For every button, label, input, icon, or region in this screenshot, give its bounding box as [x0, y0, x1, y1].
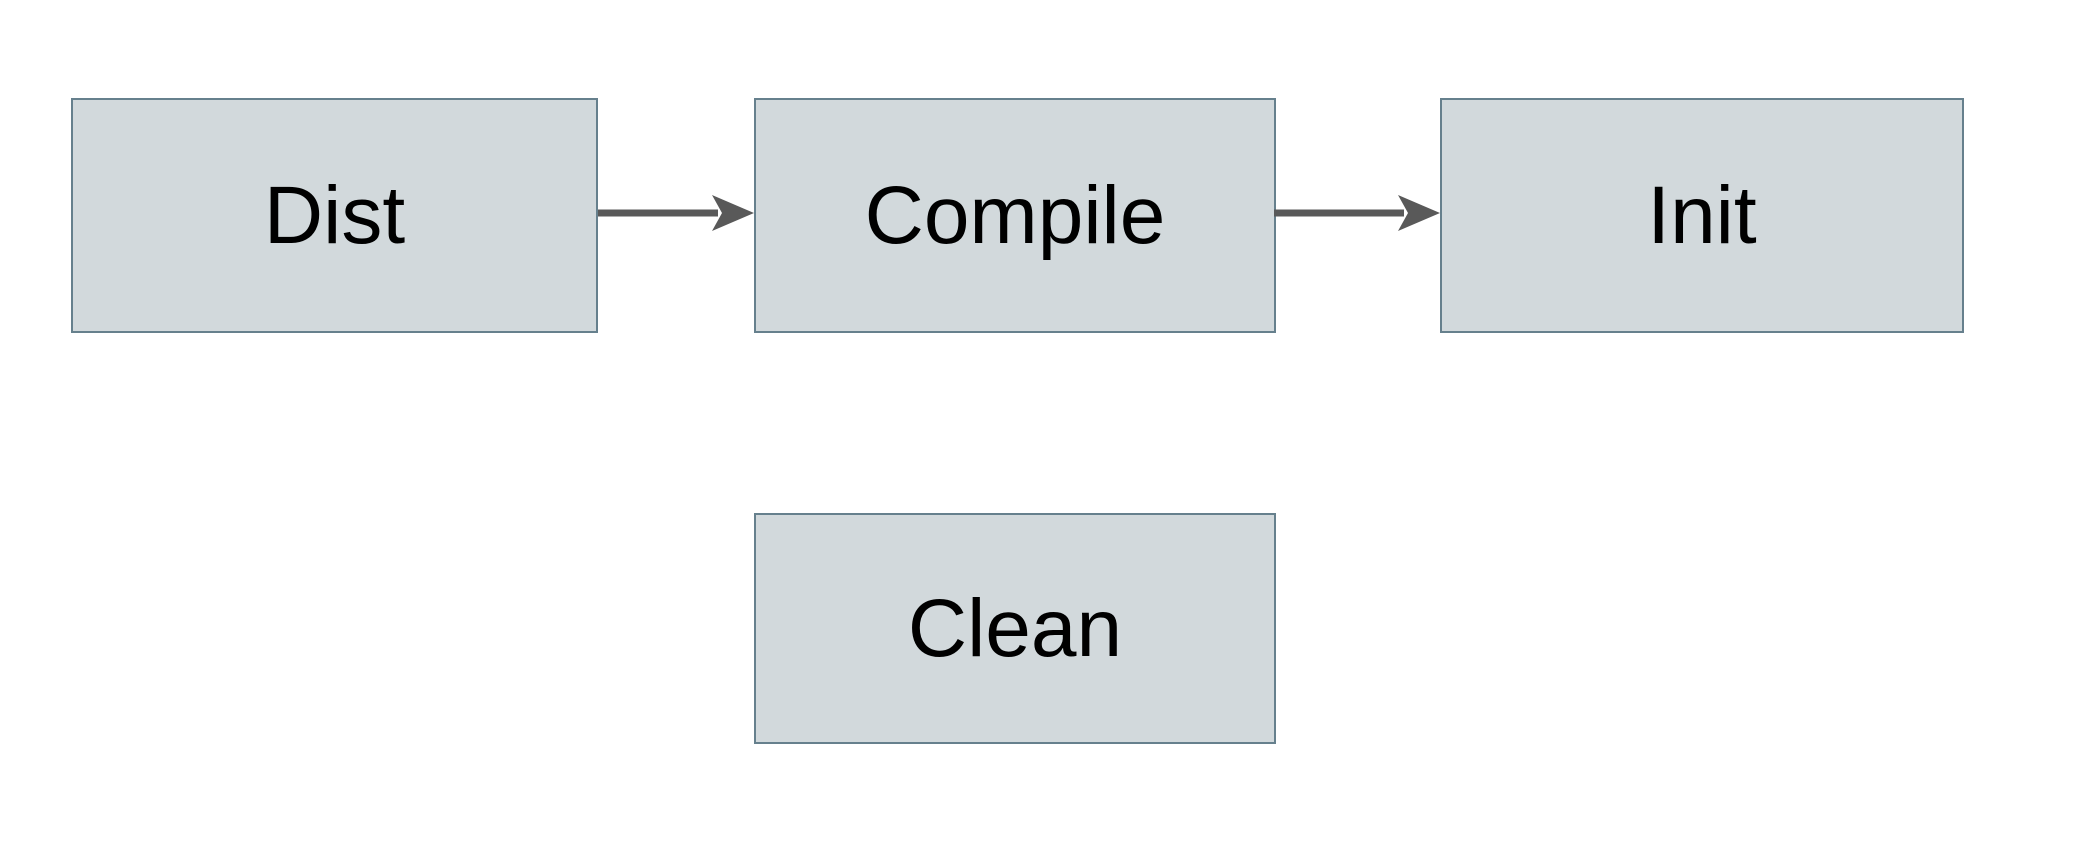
- node-dist[interactable]: Dist: [71, 98, 598, 333]
- edge-dist-to-compile: [598, 191, 754, 235]
- edge-compile-to-init: [1274, 191, 1440, 235]
- node-init[interactable]: Init: [1440, 98, 1964, 333]
- node-label: Init: [1647, 169, 1757, 261]
- node-label: Clean: [907, 582, 1123, 674]
- arrow-right-icon: [598, 195, 754, 231]
- node-label: Compile: [864, 169, 1166, 261]
- node-clean[interactable]: Clean: [754, 513, 1276, 744]
- arrow-right-icon: [1274, 195, 1440, 231]
- node-label: Dist: [263, 169, 406, 261]
- node-compile[interactable]: Compile: [754, 98, 1276, 333]
